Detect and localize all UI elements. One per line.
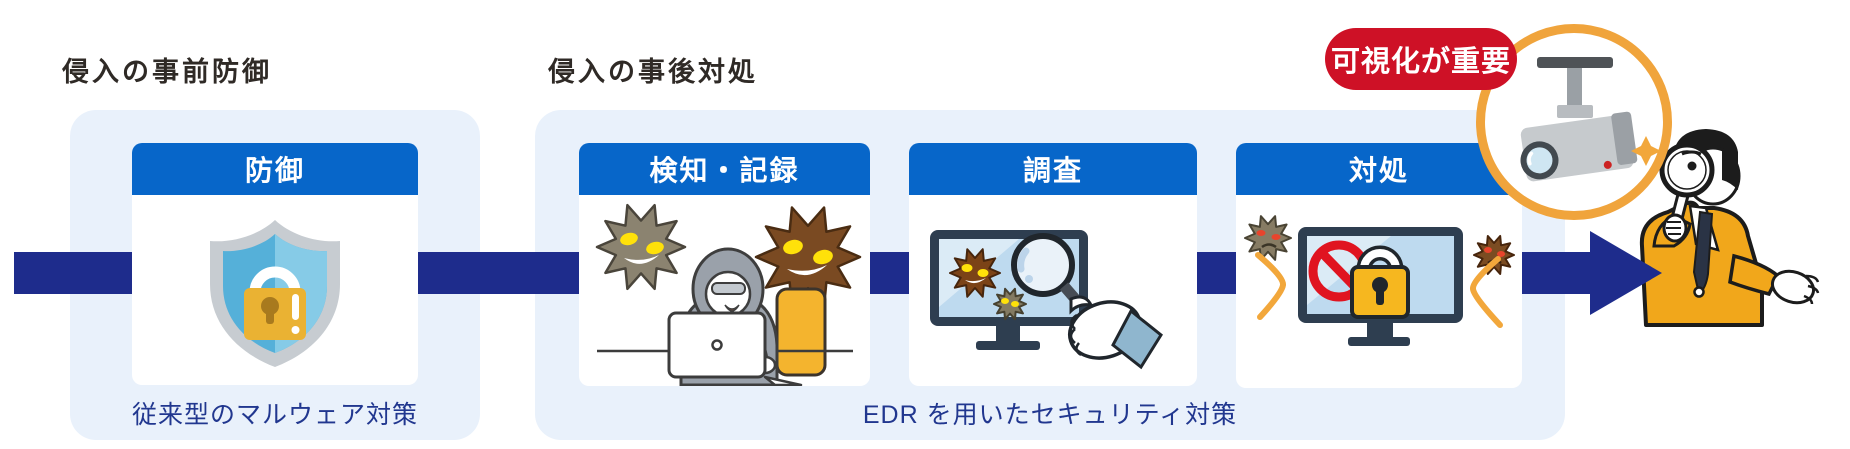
cctv-camera-icon bbox=[1520, 57, 1661, 182]
bounce-mark-icon bbox=[1255, 252, 1286, 320]
virus-icon bbox=[1474, 236, 1514, 274]
inspector-magnifier-person-icon bbox=[1639, 129, 1820, 327]
card-respond: 対処 bbox=[1236, 143, 1522, 388]
virus-icon bbox=[756, 208, 860, 307]
card-respond-title: 対処 bbox=[1236, 143, 1522, 195]
virus-icon bbox=[597, 205, 685, 289]
card-detect-record-title: 検知・記録 bbox=[579, 143, 870, 195]
magnifier-icon bbox=[1011, 233, 1082, 305]
hacker-laptop-icon bbox=[579, 195, 870, 386]
card-defense-title: 防御 bbox=[132, 143, 418, 195]
inspector-person bbox=[1626, 124, 1821, 329]
virus-icon bbox=[950, 249, 1000, 297]
monitor-blocked-lock-icon bbox=[1236, 195, 1522, 346]
edr-caption: EDR を用いたセキュリティ対策 bbox=[862, 401, 1238, 429]
card-defense: 防御 bbox=[132, 143, 418, 385]
bounce-mark-icon bbox=[1470, 256, 1503, 328]
padlock-icon bbox=[1350, 245, 1410, 319]
card-detect-record: 検知・記録 bbox=[579, 143, 870, 386]
prevention-caption: 従来型のマルウェア対策 bbox=[131, 401, 418, 429]
card-defense-body bbox=[132, 195, 418, 385]
card-investigate-body bbox=[909, 195, 1197, 386]
visibility-badge-label: 可視化が重要 bbox=[1330, 46, 1511, 78]
shield-lock-icon bbox=[210, 220, 340, 367]
heading-pre-intrusion: 侵入の事前防御 bbox=[62, 57, 272, 87]
card-respond-body bbox=[1236, 195, 1522, 388]
virus-icon bbox=[994, 289, 1026, 319]
card-investigate-title: 調査 bbox=[909, 143, 1197, 195]
virus-icon bbox=[1245, 216, 1291, 260]
flow-arrow-head-icon bbox=[1590, 231, 1662, 315]
sparkle-icon bbox=[1631, 136, 1661, 166]
open-hand-icon bbox=[1770, 269, 1820, 305]
card-investigate: 調査 bbox=[909, 143, 1197, 386]
visibility-badge: 可視化が重要 bbox=[1325, 28, 1517, 90]
heading-post-intrusion: 侵入の事後対処 bbox=[548, 57, 758, 87]
hand-icon bbox=[1068, 295, 1163, 370]
monitor-magnifier-icon bbox=[909, 195, 1163, 370]
laptop-icon bbox=[667, 311, 803, 386]
card-detect-record-body bbox=[579, 195, 870, 386]
